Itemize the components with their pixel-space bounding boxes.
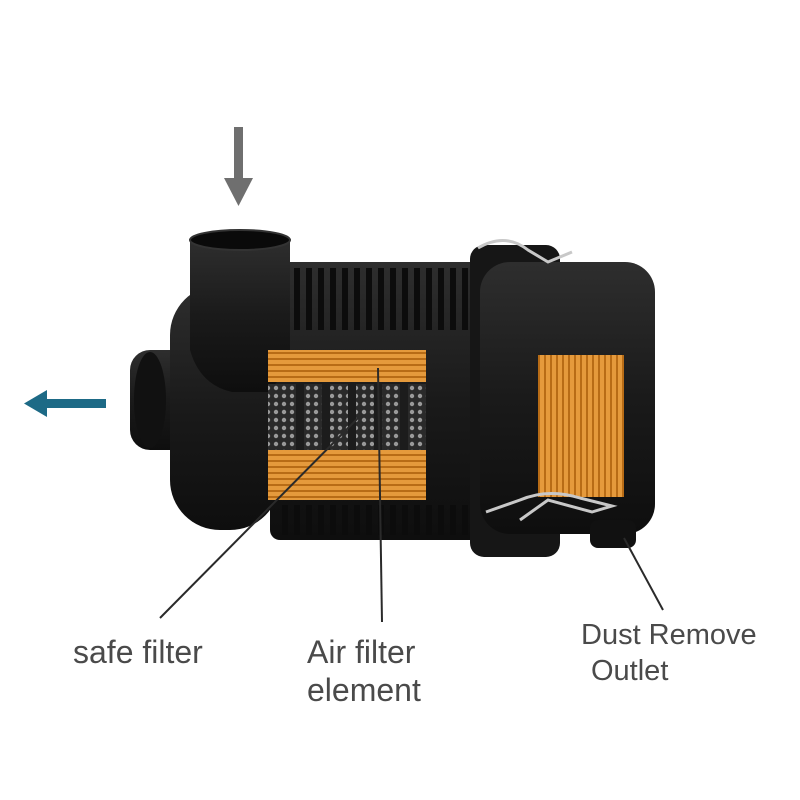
housing-rib	[402, 268, 408, 330]
housing-rib	[462, 505, 468, 535]
safe-filter-label: safe filter	[73, 634, 203, 670]
housing-rib	[402, 505, 408, 535]
air-filter-element	[268, 350, 624, 500]
dust-label-line1: Dust Remove	[581, 619, 757, 651]
housing-rib	[390, 505, 396, 535]
safe-filter-leader-line	[159, 417, 359, 619]
housing-rib	[366, 505, 372, 535]
safe-filter-bar	[400, 384, 408, 450]
housing-rib	[294, 268, 300, 330]
housing-rib	[414, 505, 420, 535]
air-filter-element-label: Air filter element	[307, 633, 421, 709]
housing-rib	[294, 505, 300, 535]
housing-rib	[342, 505, 348, 535]
dust-remove-outlet-label: Dust Remove Outlet	[581, 617, 757, 689]
housing-rib	[366, 268, 372, 330]
housing-clip-bottom	[485, 492, 618, 522]
inlet-pipe	[189, 229, 291, 392]
housing-clip-top	[477, 239, 573, 264]
housing-rib	[306, 268, 312, 330]
safe-filter-bar	[296, 384, 304, 450]
housing-rib	[378, 268, 384, 330]
housing-rib	[330, 505, 336, 535]
air-filter-label-line1: Air filter	[307, 634, 416, 670]
housing-rib	[354, 268, 360, 330]
inlet-arrow-icon	[224, 127, 253, 206]
housing-rib	[390, 268, 396, 330]
housing-rib	[450, 505, 456, 535]
housing-rib	[306, 505, 312, 535]
housing-rib	[414, 268, 420, 330]
housing-rib	[354, 505, 360, 535]
safe-filter	[268, 384, 426, 450]
housing-rib	[282, 505, 288, 535]
housing-rib	[438, 505, 444, 535]
housing-rib	[318, 268, 324, 330]
housing-rib	[438, 268, 444, 330]
outlet-arrow-icon	[24, 390, 106, 417]
safe-filter-bar	[322, 384, 330, 450]
housing-rib	[318, 505, 324, 535]
housing-rib	[426, 268, 432, 330]
air-filter-leader-line	[377, 367, 383, 623]
air-filter-label-line2: element	[307, 672, 421, 708]
dust-label-line2: Outlet	[591, 655, 669, 687]
housing-rib	[450, 268, 456, 330]
dust-outlet-leader-line	[623, 537, 664, 611]
housing-rib	[342, 268, 348, 330]
housing-rib	[330, 268, 336, 330]
housing-rib	[462, 268, 468, 330]
safe-filter-bar	[348, 384, 356, 450]
housing-rib	[426, 505, 432, 535]
